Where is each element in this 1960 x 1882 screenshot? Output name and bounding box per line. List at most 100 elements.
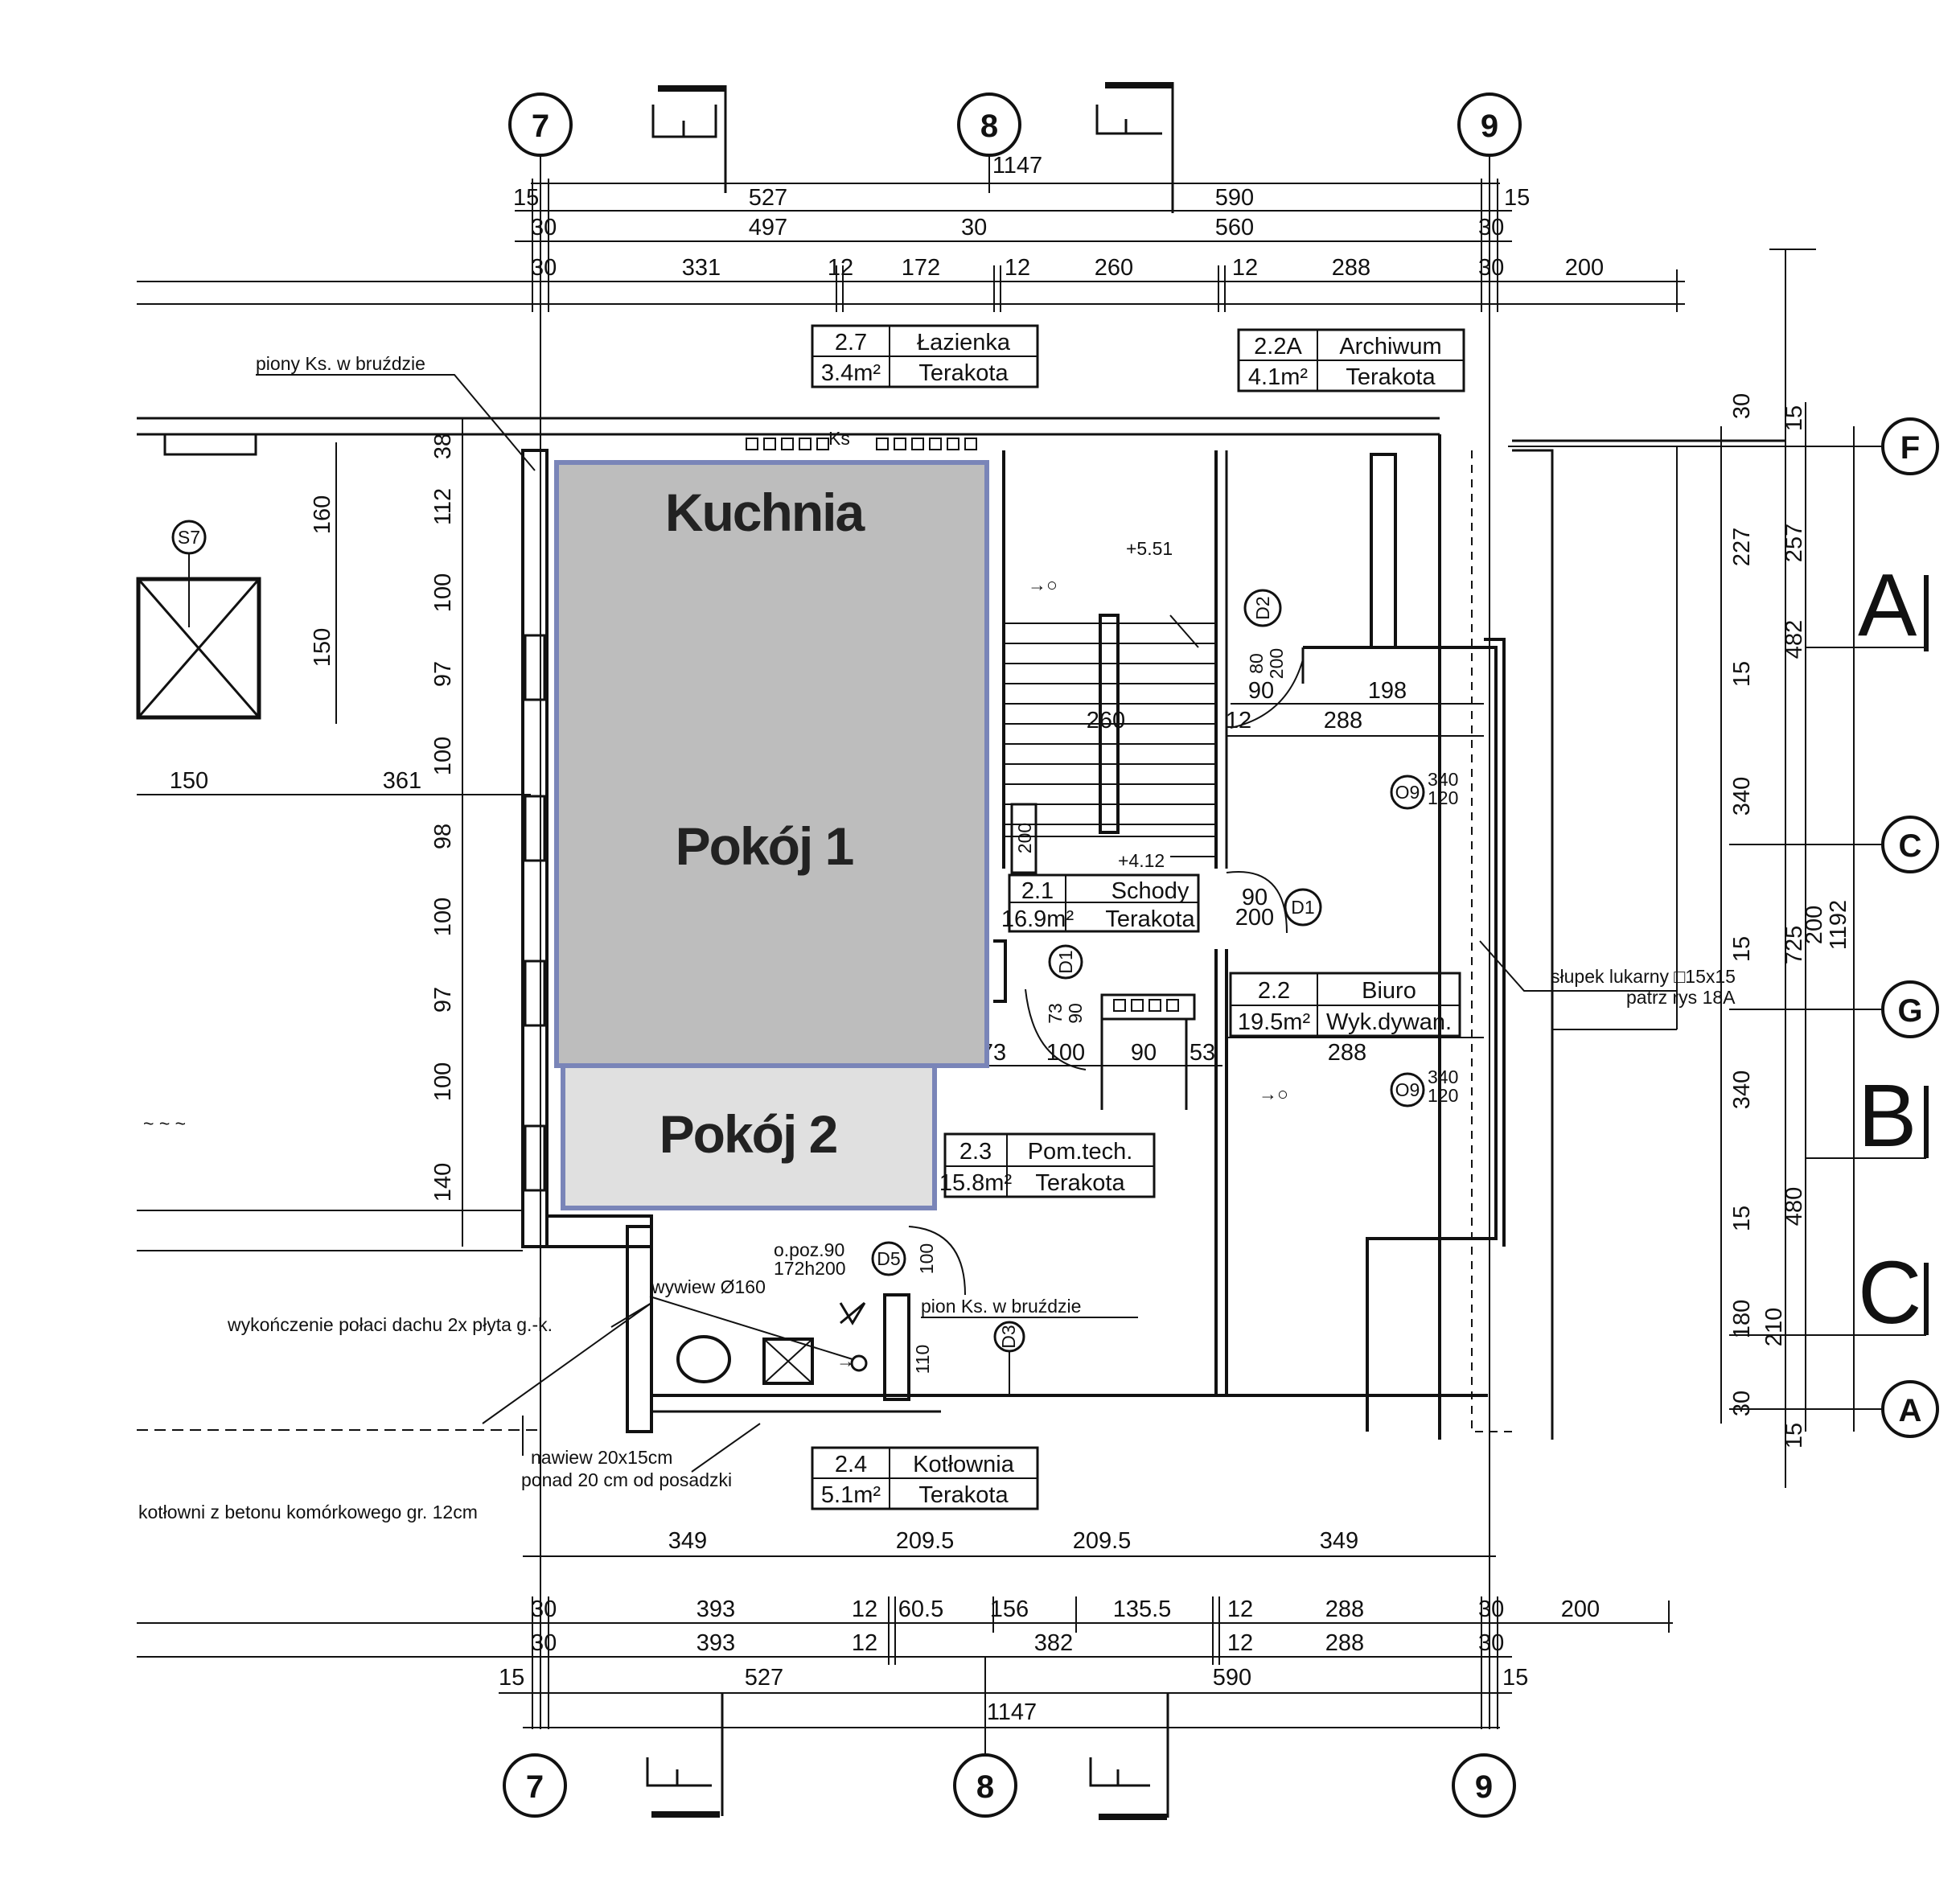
dim-label: 12 bbox=[1226, 708, 1251, 733]
dim-label: 725 bbox=[1781, 926, 1807, 964]
dim-label: 30 bbox=[1729, 393, 1755, 419]
room-name: Pom.tech. bbox=[1028, 1139, 1133, 1165]
room-table-24: 2.4 Kotłownia 5.1m² Terakota bbox=[811, 1446, 1039, 1510]
dim-label: 590 bbox=[1213, 1665, 1251, 1691]
dim-label: 340 bbox=[1729, 777, 1755, 816]
dim-label: 210 bbox=[1761, 1308, 1787, 1346]
dim-label: 30 bbox=[1478, 1630, 1504, 1656]
dim-label: 156 bbox=[990, 1596, 1029, 1622]
dim-label: 140 bbox=[430, 1163, 456, 1202]
axis-label: 9 bbox=[1475, 1769, 1493, 1805]
dim-label: 200 bbox=[1266, 648, 1287, 679]
dim-label: 15 bbox=[513, 185, 539, 211]
dim-label: 590 bbox=[1215, 185, 1254, 211]
room-name: Kotłownia bbox=[913, 1452, 1015, 1477]
dim-label: 30 bbox=[531, 215, 557, 240]
room-area: 3.4m² bbox=[821, 360, 881, 386]
door-tag: D5 bbox=[877, 1248, 900, 1269]
dim-label: 393 bbox=[696, 1596, 735, 1622]
dim-label: 98 bbox=[430, 824, 456, 849]
dim-label: 53 bbox=[1190, 1040, 1215, 1066]
room-floor: Wyk.dywan. bbox=[1326, 1009, 1452, 1035]
room-kuchnia-pokoj1[interactable] bbox=[554, 460, 989, 1068]
axis-label-big: B bbox=[1858, 1066, 1917, 1165]
dim-label: 497 bbox=[749, 215, 787, 240]
dim-label: 15 bbox=[1502, 1665, 1528, 1691]
dim-label: 288 bbox=[1325, 1596, 1364, 1622]
dim-label: 100 bbox=[430, 1062, 456, 1101]
dim-label: 260 bbox=[1095, 255, 1133, 281]
dim-label: 15 bbox=[499, 1665, 524, 1691]
dim-label: 1147 bbox=[987, 1699, 1037, 1725]
room-pokoj2[interactable] bbox=[561, 1063, 937, 1210]
dim-label: 288 bbox=[1325, 1630, 1364, 1656]
dimensions-top: 1147 15 527 590 15 30 497 30 560 30 30 3… bbox=[137, 153, 1685, 312]
dim-label: 260 bbox=[1087, 708, 1125, 733]
label-pokoj1: Pokój 1 bbox=[676, 816, 853, 876]
dim-label: 1192 bbox=[1826, 900, 1851, 950]
dim-label: 60.5 bbox=[898, 1596, 943, 1622]
room-floor: Terakota bbox=[1105, 906, 1195, 932]
note-opoz: 172h200 bbox=[774, 1258, 846, 1279]
note-wykonczenie: wykończenie połaci dachu 2x płyta g.-k. bbox=[227, 1314, 553, 1335]
note-nawiew1: nawiew 20x15cm bbox=[531, 1447, 672, 1468]
room-number: 2.3 bbox=[959, 1139, 992, 1165]
dim-label: 1147 bbox=[992, 153, 1042, 179]
dimensions-bottom: 349 209.5 209.5 349 30 393 12 60.5 156 1… bbox=[137, 1528, 1673, 1729]
dim-label: 200 bbox=[1561, 1596, 1600, 1622]
dim-label: 80 bbox=[1246, 653, 1267, 674]
dim-label: 90 bbox=[1248, 678, 1274, 704]
room-number: 2.1 bbox=[1021, 878, 1054, 904]
dim-label: 527 bbox=[749, 185, 787, 211]
room-table-27: 2.7 Łazienka 3.4m² Terakota bbox=[811, 324, 1039, 388]
dim-label: 227 bbox=[1729, 528, 1755, 566]
note-slupek1: słupek lukarny □15x15 bbox=[1551, 966, 1736, 987]
room-area: 15.8m² bbox=[939, 1170, 1013, 1196]
room-number: 2.7 bbox=[835, 330, 867, 355]
dim-label: 349 bbox=[1320, 1528, 1358, 1554]
dim-label: 135.5 bbox=[1113, 1596, 1172, 1622]
dim-label: 73 bbox=[1045, 1003, 1066, 1024]
door-tag: D2 bbox=[1252, 596, 1273, 619]
dim-label: 30 bbox=[531, 255, 557, 281]
axis-label: A bbox=[1899, 1393, 1922, 1428]
note-pion-bottom: pion Ks. w bruździe bbox=[921, 1296, 1081, 1317]
left-exterior: 160 150 S7 150 361 38 112 100 97 100 98 … bbox=[136, 417, 1440, 1431]
dim-label: 12 bbox=[1227, 1596, 1253, 1622]
dim-label: 160 bbox=[310, 495, 335, 534]
dim-label: 90 bbox=[1065, 1003, 1086, 1024]
dim-label: 180 bbox=[1729, 1300, 1755, 1338]
vent-b: 120 bbox=[1428, 1085, 1458, 1106]
dim-label: 112 bbox=[430, 488, 456, 525]
room-floor: Terakota bbox=[1035, 1170, 1125, 1196]
dim-label: 172 bbox=[902, 255, 940, 281]
room-area: 4.1m² bbox=[1248, 364, 1308, 390]
dim-label: 90 bbox=[1242, 885, 1268, 910]
dim-label: 288 bbox=[1328, 1040, 1366, 1066]
room-name: Łazienka bbox=[917, 330, 1011, 355]
dim-label: 209.5 bbox=[896, 1528, 955, 1554]
dim-label: 30 bbox=[1478, 215, 1504, 240]
dim-label: 15 bbox=[1504, 185, 1530, 211]
dim-label: 200 bbox=[1802, 906, 1827, 944]
level-mark: +5.51 bbox=[1126, 538, 1173, 559]
room-number: 2.2 bbox=[1258, 978, 1290, 1004]
room-floor: Terakota bbox=[918, 360, 1009, 386]
label-kuchnia: Kuchnia bbox=[665, 483, 866, 542]
dim-label: 257 bbox=[1781, 524, 1807, 562]
room-table-22a: 2.2A Archiwum 4.1m² Terakota bbox=[1237, 328, 1465, 392]
dim-label: 97 bbox=[430, 987, 456, 1013]
dim-label: 200 bbox=[1014, 823, 1035, 853]
label-pokoj2: Pokój 2 bbox=[659, 1104, 837, 1164]
dim-label: 349 bbox=[668, 1528, 707, 1554]
dim-label: 30 bbox=[531, 1630, 557, 1656]
vent-b: 120 bbox=[1428, 787, 1458, 808]
dim-label: 12 bbox=[852, 1630, 877, 1656]
dim-label: 30 bbox=[531, 1596, 557, 1622]
dim-label: 200 bbox=[1235, 905, 1274, 931]
arrow-mark: →○ bbox=[1028, 574, 1058, 595]
dim-label: 331 bbox=[682, 255, 721, 281]
axis-label: 9 bbox=[1481, 109, 1498, 144]
dim-label: 527 bbox=[745, 1665, 783, 1691]
